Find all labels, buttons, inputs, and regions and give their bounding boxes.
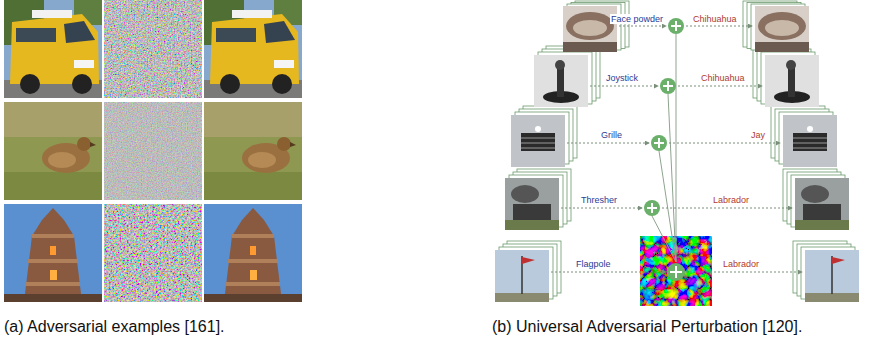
sum-circles xyxy=(651,135,667,151)
thumbnail-photos xyxy=(783,115,837,167)
thumbnail-photos xyxy=(511,115,565,167)
sum-circles xyxy=(644,200,660,216)
class-label: Labrador xyxy=(712,195,750,205)
sum-circles xyxy=(667,81,669,91)
dotted-arrows xyxy=(551,272,666,273)
sum-circles xyxy=(644,18,685,281)
thumbnail-photos xyxy=(563,6,617,52)
sum-circles xyxy=(675,266,677,278)
thumbnail-photos xyxy=(495,250,549,302)
sum-circles xyxy=(675,21,677,31)
class-label: Joystick xyxy=(605,73,639,83)
class-label: Chihuahua xyxy=(700,73,746,83)
class-label: Flagpole xyxy=(575,259,612,269)
adversarial-grid xyxy=(4,0,302,302)
flow-lines xyxy=(676,34,677,262)
flow-lines xyxy=(652,216,676,262)
thumbnail-photos xyxy=(505,178,559,230)
dotted-arrows xyxy=(669,143,780,144)
bus-photo xyxy=(4,0,102,98)
noise-pattern xyxy=(104,0,202,98)
noise-pattern xyxy=(104,204,202,302)
dotted-arrows xyxy=(561,208,642,209)
dotted-arrows xyxy=(567,143,649,144)
class-label: Chihuahua xyxy=(692,14,738,24)
sum-circles xyxy=(647,21,682,278)
sum-circles xyxy=(667,263,685,281)
dotted-arrows xyxy=(551,26,802,272)
temple-photo xyxy=(4,204,102,302)
class-label: Thresher xyxy=(580,195,618,205)
thumbnail-photos xyxy=(765,55,819,107)
sum-circles xyxy=(651,203,653,213)
dotted-arrows xyxy=(662,208,792,209)
dotted-arrows xyxy=(686,272,802,273)
dotted-arrows xyxy=(590,86,658,87)
dotted-arrows xyxy=(686,26,752,27)
dotted-arrows xyxy=(678,86,762,87)
thumbnail-photos xyxy=(534,55,588,107)
thumbnail-photos xyxy=(805,250,859,302)
temple-photo xyxy=(204,204,302,302)
bus-photo xyxy=(204,0,302,98)
figure-caption: (b) Universal Adversarial Perturbation [… xyxy=(492,318,802,336)
bird-photo xyxy=(204,102,302,200)
class-label: Face powder xyxy=(610,14,664,24)
class-label: Grille xyxy=(600,130,623,140)
noise-pattern xyxy=(104,102,202,200)
thumbnail-photos xyxy=(795,178,849,230)
class-label: Labrador xyxy=(722,259,760,269)
sum-circles xyxy=(658,138,660,148)
thumbnail-photos xyxy=(755,6,809,52)
figure-caption: (a) Adversarial examples [161]. xyxy=(4,318,225,336)
sum-circles xyxy=(668,18,684,34)
sum-circles xyxy=(660,78,676,94)
bird-photo xyxy=(4,102,102,200)
dotted-arrows xyxy=(619,26,666,27)
flow-lines xyxy=(652,34,676,262)
class-label: Jay xyxy=(750,130,766,140)
